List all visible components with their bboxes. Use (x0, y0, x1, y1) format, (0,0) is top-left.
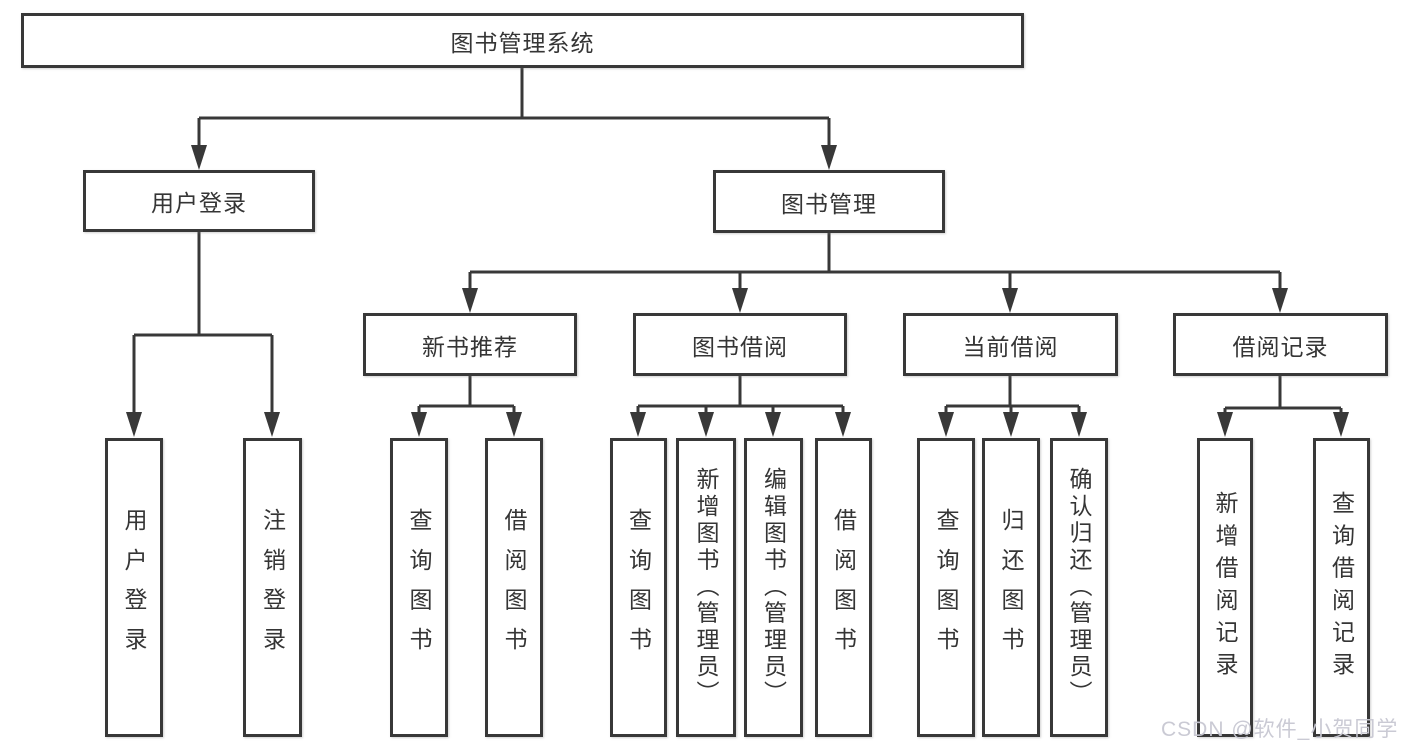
leaf-query-borrow-record-label: 查询借阅记录 (1328, 490, 1355, 685)
leaf-confirm-return-admin: 确认归还（管理员） (1050, 438, 1108, 737)
leaf-query-books-borrowing-label: 查询图书 (625, 508, 652, 667)
csdn-watermark: CSDN @软件_小贺同学 (1161, 718, 1399, 741)
node-book-borrowing-label: 图书借阅 (692, 333, 788, 360)
leaf-query-books-current: 查询图书 (917, 438, 975, 737)
leaf-query-borrow-record: 查询借阅记录 (1313, 438, 1370, 737)
node-current-borrowing: 当前借阅 (903, 313, 1118, 376)
leaf-borrow-books-recommend-label: 借阅图书 (501, 508, 527, 667)
leaf-query-books-recommend-label: 查询图书 (406, 508, 432, 667)
leaf-confirm-return-admin-label: 确认归还（管理员） (1066, 467, 1092, 708)
node-current-borrowing-label: 当前借阅 (962, 333, 1059, 360)
node-book-borrowing: 图书借阅 (633, 313, 847, 376)
arrowheads (126, 145, 1349, 437)
leaf-add-borrow-record-label: 新增借阅记录 (1212, 490, 1238, 685)
leaf-user-login: 用户登录 (105, 438, 163, 737)
leaf-query-books-recommend: 查询图书 (390, 438, 448, 737)
leaf-user-login-label: 用户登录 (121, 508, 147, 667)
node-book-management-label: 图书管理 (781, 190, 877, 217)
node-new-book-recommend-label: 新书推荐 (422, 333, 518, 360)
leaf-return-books-label: 归还图书 (998, 508, 1024, 667)
node-library-system-label: 图书管理系统 (450, 29, 595, 56)
leaf-add-book-admin-label: 新增图书（管理员） (693, 467, 719, 708)
node-user-login-label: 用户登录 (151, 190, 247, 216)
node-new-book-recommend: 新书推荐 (363, 313, 577, 376)
leaf-borrow-books-borrowing-label: 借阅图书 (830, 508, 857, 667)
node-borrowing-records: 借阅记录 (1173, 313, 1388, 376)
node-library-system: 图书管理系统 (21, 13, 1024, 68)
leaf-edit-book-admin: 编辑图书（管理员） (744, 438, 803, 737)
leaf-logout: 注销登录 (243, 438, 302, 737)
leaf-borrow-books-borrowing: 借阅图书 (815, 438, 872, 737)
node-user-login: 用户登录 (83, 170, 315, 232)
leaf-edit-book-admin-label: 编辑图书（管理员） (760, 467, 787, 708)
leaf-add-book-admin: 新增图书（管理员） (676, 438, 736, 737)
leaf-query-books-borrowing: 查询图书 (610, 438, 667, 737)
leaf-borrow-books-recommend: 借阅图书 (485, 438, 543, 737)
leaf-query-books-current-label: 查询图书 (933, 508, 959, 667)
node-book-management: 图书管理 (713, 170, 945, 233)
leaf-return-books: 归还图书 (982, 438, 1040, 737)
node-borrowing-records-label: 借阅记录 (1232, 333, 1329, 360)
leaf-add-borrow-record: 新增借阅记录 (1197, 438, 1253, 737)
leaf-logout-label: 注销登录 (259, 508, 286, 667)
